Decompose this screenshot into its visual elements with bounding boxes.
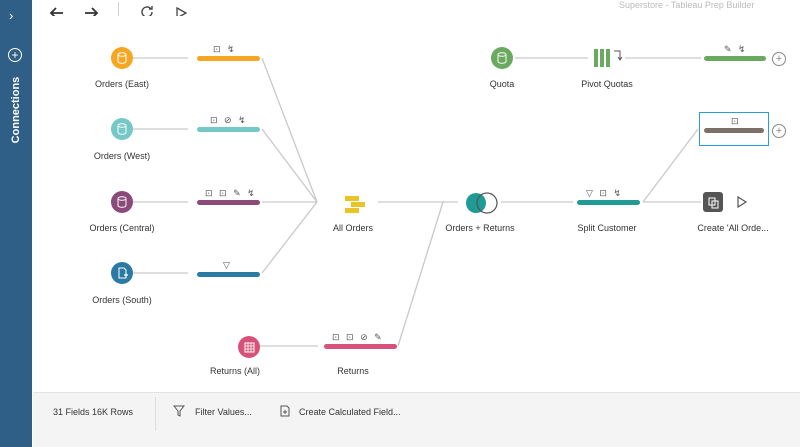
- output-node[interactable]: [703, 192, 723, 212]
- orders-returns-label: Orders + Returns: [445, 223, 515, 233]
- bottom-divider: [155, 397, 156, 431]
- create-calculated-field-label: Create Calculated Field...: [299, 407, 401, 417]
- connections-label[interactable]: Connections: [10, 76, 22, 144]
- connections-panel[interactable]: › + Connections: [0, 0, 32, 447]
- refresh-button[interactable]: [136, 4, 158, 26]
- chevron-right-icon[interactable]: ›: [9, 8, 14, 23]
- row-count: 16K Rows: [92, 407, 134, 417]
- connector-west-union: [261, 128, 318, 203]
- play-icon: [737, 195, 748, 209]
- pivot-quotas-node[interactable]: [592, 47, 624, 74]
- returns-clean-step[interactable]: [324, 344, 397, 349]
- output-icon: [708, 197, 719, 209]
- connector-east-union: [261, 57, 318, 203]
- database-icon: [117, 196, 127, 208]
- toolbar-divider: [118, 2, 119, 26]
- run-output-button[interactable]: [736, 195, 748, 214]
- filter-values-label: Filter Values...: [195, 407, 252, 417]
- split-step-icons: ▽ ⊡ ↯: [586, 188, 624, 198]
- connector-split-clean: [642, 128, 699, 203]
- all-orders-union-node[interactable]: [343, 194, 369, 219]
- profile-toolbar: 31 Fields 16K Rows Filter Values... Crea…: [33, 392, 800, 435]
- returns-step-icons: ⊡ ⊡ ⊘ ✎: [332, 332, 384, 342]
- orders-west-label: Orders (West): [93, 151, 151, 161]
- split-clean-step[interactable]: [704, 128, 764, 133]
- add-step-quota-button[interactable]: +: [772, 52, 786, 66]
- west-step-icons: ⊡ ⊘ ↯: [210, 115, 248, 125]
- union-icon: [345, 196, 365, 213]
- selected-step-frame[interactable]: [699, 112, 769, 146]
- quota-node[interactable]: [491, 47, 513, 69]
- window-title: Superstore - Tableau Prep Builder: [619, 0, 755, 10]
- split-customer-label: Split Customer: [577, 223, 637, 233]
- play-icon: [176, 6, 188, 20]
- central-step-icons: ⊡ ⊡ ✎ ↯: [205, 188, 257, 198]
- orders-central-node[interactable]: [111, 191, 133, 213]
- orders-returns-join-node[interactable]: [464, 192, 500, 219]
- pivot-icon: [594, 49, 623, 67]
- returns-all-label: Returns (All): [209, 366, 261, 376]
- orders-west-clean-step[interactable]: [197, 127, 260, 132]
- orders-south-clean-step[interactable]: [197, 272, 260, 277]
- flow-canvas[interactable]: Orders (East) Orders (West) Orders (Cent…: [33, 16, 800, 392]
- connector-returns-join: [397, 201, 444, 347]
- bottom-footer: [33, 434, 800, 447]
- pivot-quotas-label: Pivot Quotas: [581, 79, 633, 89]
- returns-all-node[interactable]: [238, 336, 260, 358]
- add-step-selected-button[interactable]: +: [772, 124, 786, 138]
- create-output-label: Create 'All Orde...: [697, 223, 769, 233]
- quota-label: Quota: [489, 79, 515, 89]
- filter-icon: [173, 405, 185, 417]
- database-icon: [117, 123, 127, 135]
- east-step-icons: ⊡ ↯: [213, 44, 237, 54]
- table-icon: [244, 342, 254, 352]
- flow-connectors: [133, 57, 701, 347]
- south-step-icons: ▽: [223, 260, 232, 270]
- orders-central-label: Orders (Central): [89, 223, 155, 233]
- orders-central-clean-step[interactable]: [197, 200, 260, 205]
- returns-label: Returns: [337, 366, 369, 376]
- selected-step-icons: ⊡: [731, 116, 741, 126]
- all-orders-label: All Orders: [332, 223, 374, 233]
- join-icon: [466, 192, 498, 214]
- orders-east-clean-step[interactable]: [197, 56, 260, 61]
- orders-east-node[interactable]: [111, 47, 133, 69]
- file-add-icon: [118, 267, 128, 279]
- quota-clean-step[interactable]: [704, 56, 766, 61]
- orders-east-label: Orders (East): [94, 79, 150, 89]
- connector-south-union: [261, 201, 318, 274]
- refresh-icon: [141, 6, 153, 18]
- database-icon: [117, 52, 127, 64]
- orders-south-label: Orders (South): [92, 295, 152, 305]
- orders-west-node[interactable]: [111, 118, 133, 140]
- split-customer-clean-step[interactable]: [577, 200, 640, 205]
- run-button[interactable]: [170, 4, 192, 26]
- add-connection-button[interactable]: +: [8, 48, 22, 62]
- quota-step-icons: ✎ ↯: [724, 44, 748, 54]
- calculated-field-icon: [280, 405, 290, 417]
- field-count: 31 Fields: [53, 407, 90, 417]
- database-icon: [497, 52, 507, 64]
- orders-south-node[interactable]: [111, 262, 133, 284]
